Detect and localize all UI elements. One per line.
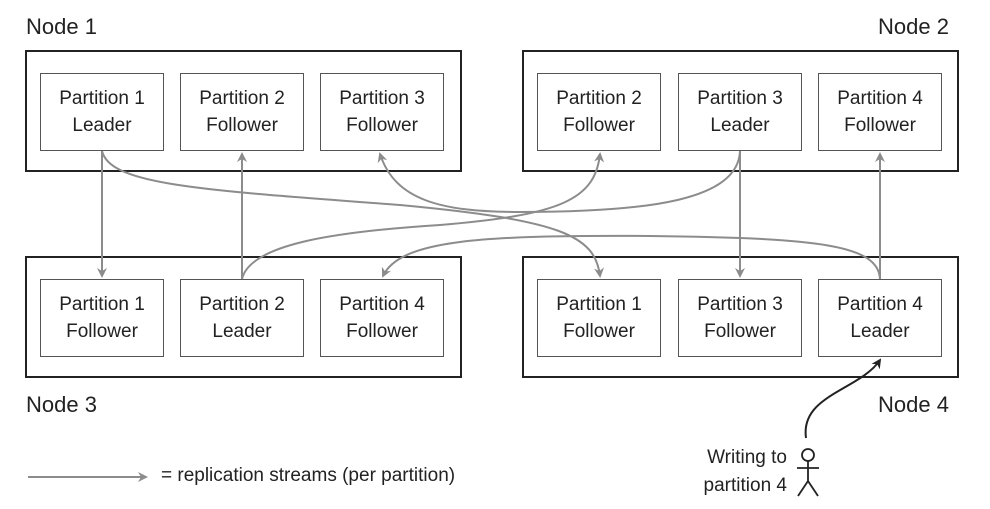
watermark: @稀土掘金技术社区 (818, 477, 954, 494)
node-4-partition-4: Partition 4 Leader (818, 279, 942, 357)
node-1-label: Node 1 (26, 14, 97, 39)
partition-role: Follower (563, 115, 635, 136)
node-1-partition-2: Partition 2 Follower (180, 73, 304, 151)
writer-line-2: partition 4 (703, 475, 787, 496)
partition-name: Partition 3 (697, 88, 783, 109)
partition-role: Leader (212, 321, 272, 342)
partition-role: Follower (346, 321, 418, 342)
partition-name: Partition 1 (556, 294, 642, 315)
partition-name: Partition 2 (199, 88, 285, 109)
node-1-partition-3: Partition 3 Follower (320, 73, 444, 151)
partition-role: Leader (72, 115, 132, 136)
partition-name: Partition 4 (837, 294, 923, 315)
partition-role: Follower (844, 115, 916, 136)
partition-role: Follower (704, 321, 776, 342)
partition-role: Leader (850, 321, 910, 342)
node-3-partition-2: Partition 2 Leader (180, 279, 304, 357)
partition-role: Follower (66, 321, 138, 342)
node-2-partition-3: Partition 3 Leader (678, 73, 802, 151)
node-2-partition-4: Partition 4 Follower (818, 73, 942, 151)
partition-name: Partition 2 (556, 88, 642, 109)
node-4-partition-3: Partition 3 Follower (678, 279, 802, 357)
partition-role: Follower (346, 115, 418, 136)
stream-p4-to-node3 (381, 234, 881, 280)
client-person-icon (797, 448, 819, 497)
node-2-partition-2: Partition 2 Follower (537, 73, 661, 151)
node-2-label: Node 2 (878, 14, 949, 39)
partition-name: Partition 3 (339, 88, 425, 109)
partition-role: Follower (206, 115, 278, 136)
node-1-partition-1: Partition 1 Leader (40, 73, 164, 151)
writer-caption: Writing to partition 4 (660, 444, 787, 500)
partition-name: Partition 3 (697, 294, 783, 315)
partition-name: Partition 4 (339, 294, 425, 315)
write-arrow (804, 358, 882, 439)
node-4-label: Node 4 (878, 392, 949, 417)
node-3-label: Node 3 (26, 392, 97, 417)
partition-role: Follower (563, 321, 635, 342)
node-4-partition-1: Partition 1 Follower (537, 279, 661, 357)
partition-role: Leader (710, 115, 770, 136)
partition-name: Partition 1 (59, 88, 145, 109)
partition-name: Partition 1 (59, 294, 145, 315)
stream-p1-to-node4 (101, 150, 604, 278)
stream-p3-to-node1 (377, 150, 741, 214)
partition-name: Partition 4 (837, 88, 923, 109)
legend-text: = replication streams (per partition) (161, 465, 456, 486)
node-3-partition-1: Partition 1 Follower (40, 279, 164, 357)
writer-line-1: Writing to (707, 447, 787, 468)
node-3-partition-4: Partition 4 Follower (320, 279, 444, 357)
partition-name: Partition 2 (199, 294, 285, 315)
stream-p2-to-node2 (241, 152, 605, 280)
